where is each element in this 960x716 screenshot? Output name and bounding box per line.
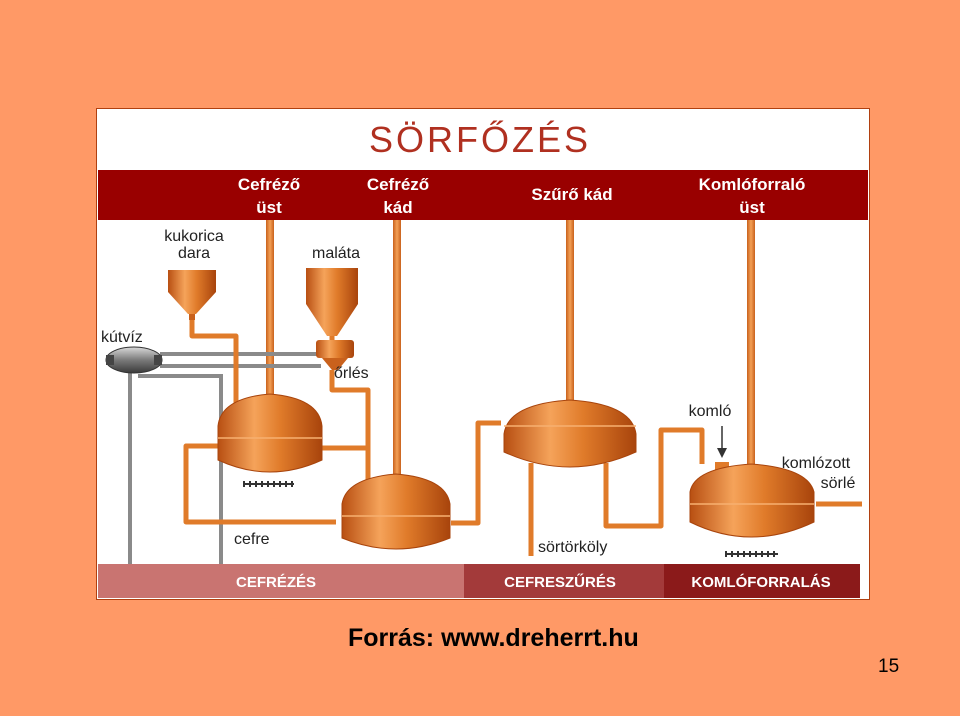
phase-cefreszures-band <box>464 564 664 598</box>
label-malata: maláta <box>312 245 360 262</box>
phase-cefreszures: CEFRESZŰRÉS <box>504 573 616 591</box>
copper-pipes <box>183 318 862 556</box>
mash-kettle-vessel <box>217 393 323 487</box>
phase-komloforralas-band <box>664 564 860 598</box>
phase-komloforralas: KOMLÓFORRALÁS <box>691 573 830 591</box>
malt-hopper <box>306 268 358 336</box>
column-header-cefrezo-kad-line2: kád <box>383 198 412 217</box>
column-header-komloforralo-line2: üst <box>739 198 765 217</box>
label-cefre: cefre <box>234 531 270 548</box>
phase-cefrezes: CEFRÉZÉS <box>236 574 316 591</box>
source-citation: Forrás: www.dreherrt.hu <box>348 624 639 652</box>
column-header-cefrezo-ust-line2: üst <box>256 198 282 217</box>
label-komlo: komló <box>689 403 732 420</box>
column-header-komloforralo-line1: Komlóforraló <box>699 175 806 194</box>
label-dara: dara <box>178 245 210 262</box>
well-water-tank <box>105 346 163 374</box>
label-kutviz: kútvíz <box>101 329 143 346</box>
label-komlozott: komlózott <box>782 455 851 472</box>
brewing-process-diagram: SÖRFŐZÉS Cefréző üst Cefréző kád Szűrő k… <box>96 108 870 600</box>
label-kukorica: kukorica <box>164 228 224 245</box>
header-band <box>98 170 868 220</box>
stack-komloforralo <box>747 220 755 470</box>
mill-unit <box>316 340 354 370</box>
hop-boiler-vessel <box>689 462 815 557</box>
water-pipes <box>128 352 321 566</box>
label-sorle: sörlé <box>821 475 856 492</box>
column-header-cefrezo-kad-line1: Cefréző <box>367 175 429 194</box>
brewing-diagram-frame: SÖRFŐZÉS Cefréző üst Cefréző kád Szűrő k… <box>96 108 870 600</box>
phase-cefrezes-band <box>98 564 464 598</box>
page-number: 15 <box>878 656 900 677</box>
column-header-cefrezo-ust-line1: Cefréző <box>238 175 300 194</box>
hops-arrow <box>717 426 727 458</box>
stack-cefrezo-ust <box>266 220 274 402</box>
column-header-szuro-kad: Szűrő kád <box>531 185 612 204</box>
stack-szuro-kad <box>566 220 574 410</box>
lauter-tun-vessel <box>503 399 637 468</box>
lauter-mash-tun-vessel <box>341 473 451 550</box>
stack-cefrezo-kad <box>393 220 401 482</box>
label-orles: őrlés <box>334 365 369 382</box>
diagram-title: SÖRFŐZÉS <box>369 119 591 160</box>
corn-grits-hopper <box>168 270 216 320</box>
label-sortorkoly: sörtörköly <box>538 539 607 556</box>
